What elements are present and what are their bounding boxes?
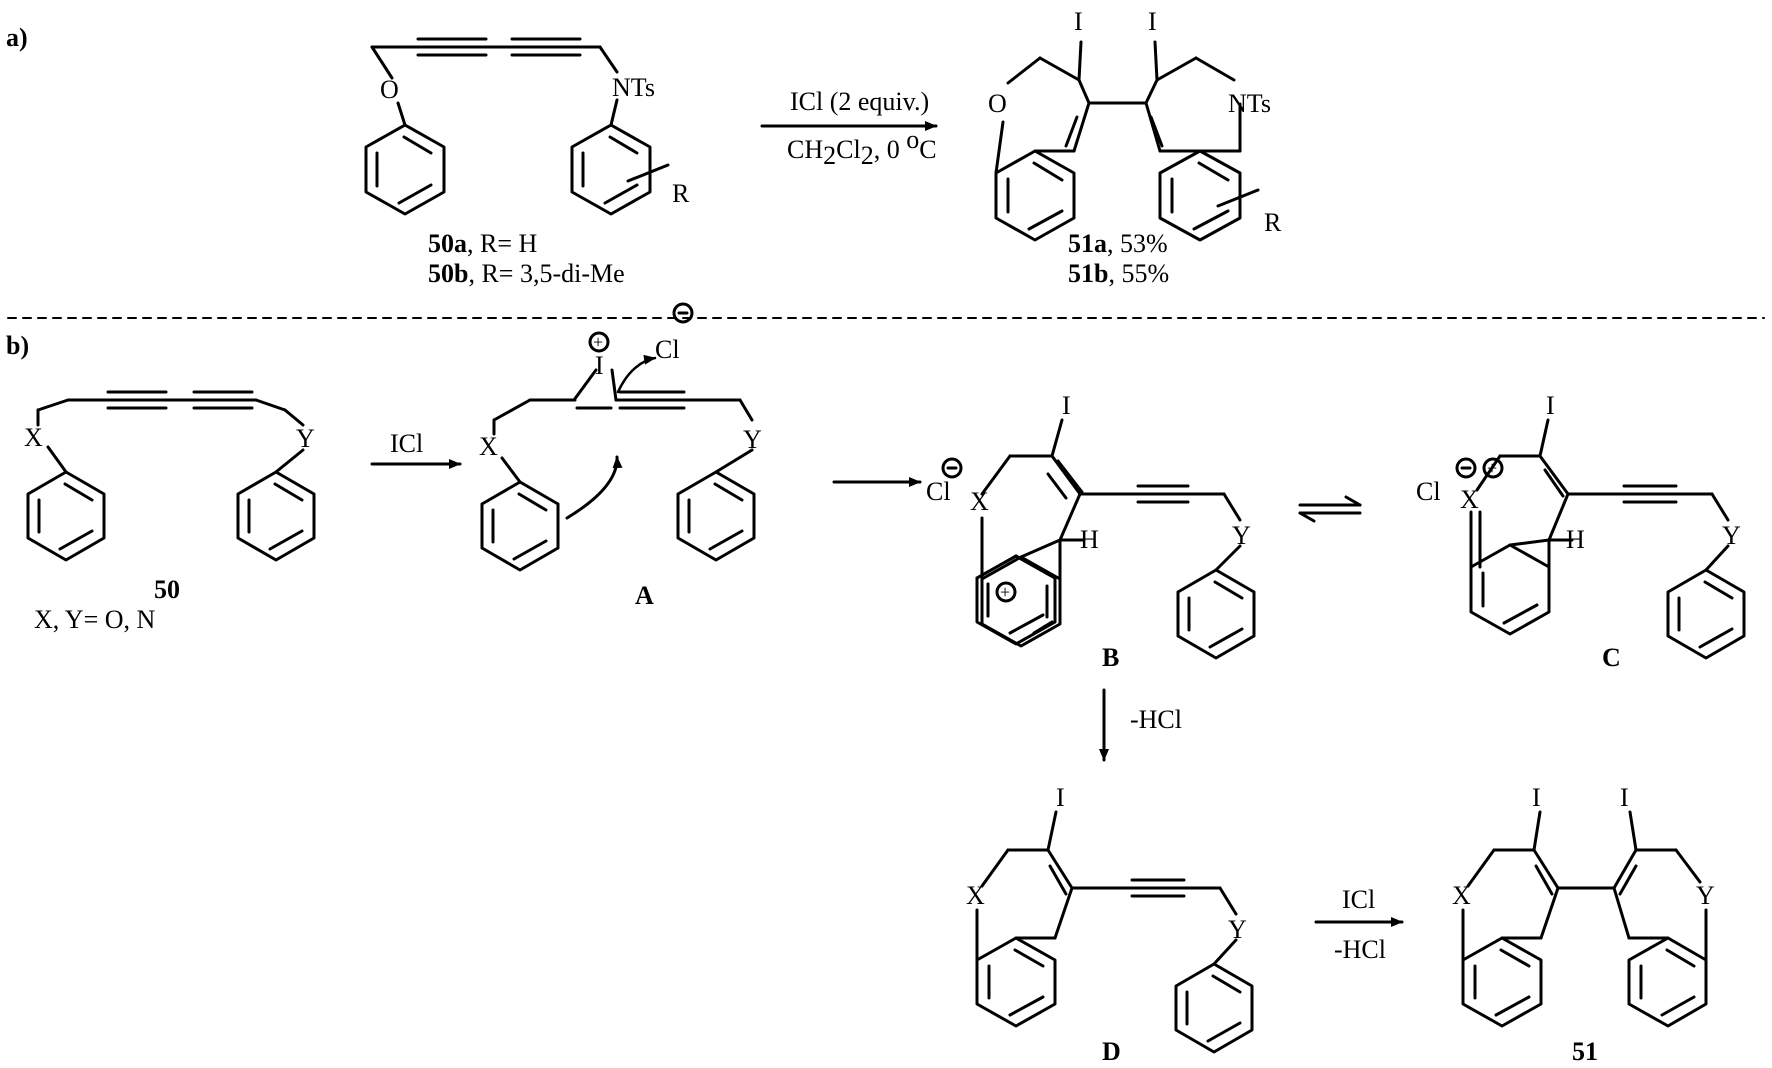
equilibrium-arrows	[1298, 495, 1362, 523]
intB-I: I	[1062, 391, 1071, 420]
prod51-id: 51	[1572, 1037, 1598, 1066]
arrow-ICl-reagent: ICl	[390, 429, 423, 458]
panel-b-label: b)	[6, 331, 29, 360]
intC-H: H	[1566, 525, 1585, 554]
cmpd50-id: 50	[154, 575, 180, 604]
intB-X: X	[970, 487, 989, 516]
prod51-I-left: I	[1532, 783, 1541, 812]
panel-a-label: a)	[6, 23, 28, 52]
prod-atom-I-left: I	[1074, 7, 1083, 36]
intC-Cl: Cl	[1416, 477, 1441, 506]
sm-caption-line2: 50b, R= 3,5-di-Me	[428, 259, 625, 288]
sm-50a-id: 50a	[428, 229, 467, 258]
intA-Cl: Cl	[655, 335, 680, 364]
sm-atom-O: O	[380, 75, 399, 104]
intA-X: X	[479, 432, 498, 461]
compound-50	[26, 390, 316, 562]
intC-id: C	[1602, 643, 1621, 672]
intermediate-A	[480, 302, 756, 572]
sm-atom-NTs: NTs	[612, 73, 655, 102]
sm-50b-rest: , R= 3,5-di-Me	[468, 259, 624, 288]
cmpd50-note: X, Y= O, N	[34, 605, 156, 634]
prod51-I-right: I	[1620, 783, 1629, 812]
prod51-Y: Y	[1696, 881, 1715, 910]
intermediate-C	[1455, 418, 1746, 660]
prod-51a-id: 51a	[1068, 229, 1107, 258]
prod-51a-rest: , 53%	[1107, 229, 1168, 258]
intA-Y: Y	[743, 425, 762, 454]
prod-atom-O: O	[988, 89, 1007, 118]
prod51-X: X	[1452, 881, 1471, 910]
prod-caption-line1: 51a, 53%	[1068, 229, 1168, 258]
intB-H: H	[1080, 525, 1099, 554]
intermediate-B-core	[941, 418, 1256, 660]
intC-plus: +	[1487, 458, 1497, 478]
prod-51b-rest: , 55%	[1108, 259, 1169, 288]
cmpd50-Y: Y	[296, 424, 315, 453]
intB-Y: Y	[1232, 521, 1251, 550]
sm-50b-id: 50b	[428, 259, 468, 288]
arrow-B-to-D-reagent: -HCl	[1130, 705, 1182, 734]
arrow-D-to-51-reagent-top: ICl	[1342, 885, 1375, 914]
product-51-general	[1461, 810, 1708, 1028]
sm-caption-line1: 50a, R= H	[428, 229, 538, 258]
intC-I: I	[1546, 391, 1555, 420]
intermediate-B	[975, 554, 1057, 646]
prod-caption-line2: 51b, 55%	[1068, 259, 1169, 288]
intD-Y: Y	[1228, 915, 1247, 944]
intD-I: I	[1056, 783, 1065, 812]
intermediate-D	[975, 810, 1254, 1054]
product-51	[994, 40, 1260, 242]
intD-id: D	[1102, 1037, 1121, 1066]
intB-id: B	[1102, 643, 1119, 672]
intC-X: X	[1460, 485, 1479, 514]
starting-material-50	[364, 37, 670, 216]
intB-plus: +	[1000, 582, 1010, 602]
prod-51b-id: 51b	[1068, 259, 1108, 288]
arrow-D-to-51-reagent-bottom: -HCl	[1334, 935, 1386, 964]
sm-50a-rest: , R= H	[467, 229, 538, 258]
intA-id: A	[635, 581, 654, 610]
intC-Y: Y	[1722, 521, 1741, 550]
cmpd50-X: X	[24, 423, 43, 452]
intD-X: X	[966, 881, 985, 910]
intB-Cl: Cl	[926, 477, 951, 506]
prod-atom-NTs: NTs	[1228, 89, 1271, 118]
prod-atom-R: R	[1264, 208, 1282, 237]
panel-a-reagent-top: ICl (2 equiv.)	[790, 87, 929, 116]
panel-a-reagent-bottom: CH2Cl2, 0 oC	[787, 125, 937, 170]
sm-atom-R: R	[672, 179, 690, 208]
intA-I: I	[595, 351, 604, 380]
intA-plus: +	[593, 332, 603, 352]
prod-atom-I-right: I	[1148, 7, 1157, 36]
